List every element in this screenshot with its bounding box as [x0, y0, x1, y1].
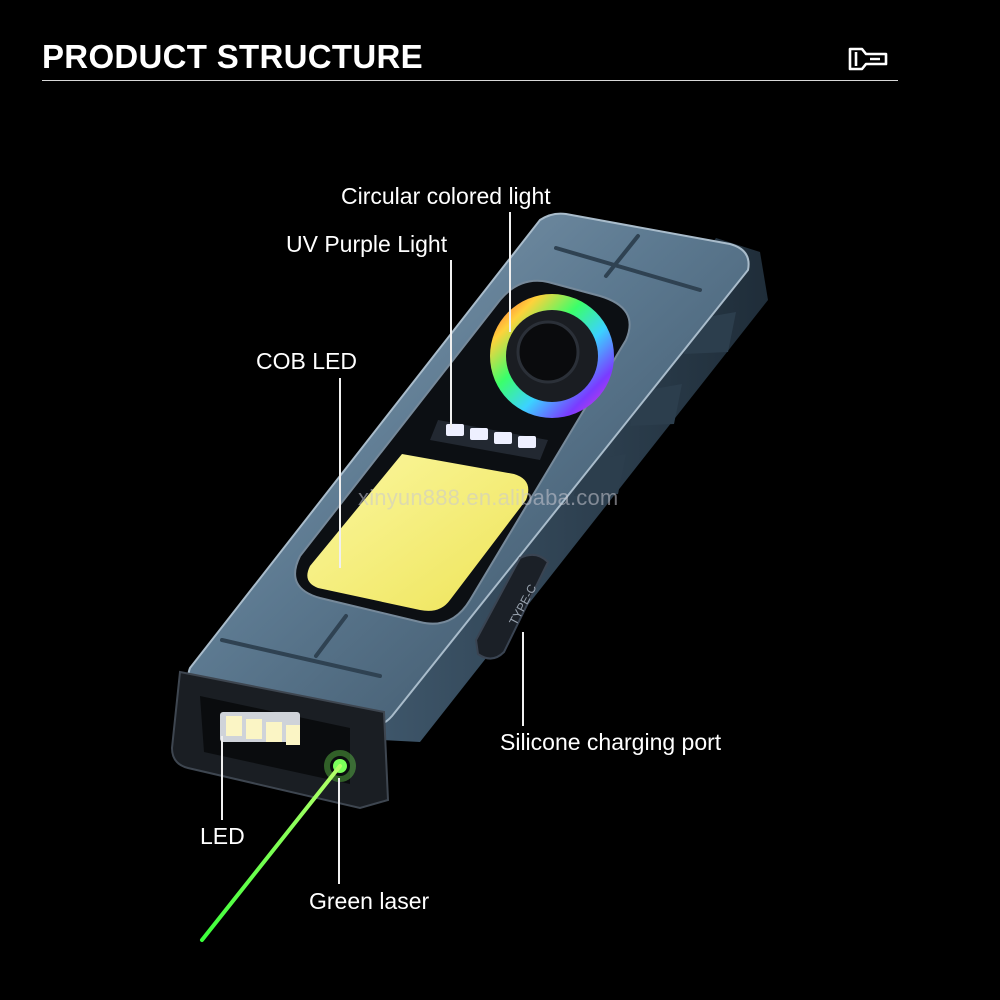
label-green-laser: Green laser — [309, 888, 430, 914]
leader-circular-light — [509, 212, 511, 332]
led-strip — [220, 712, 300, 745]
label-circular-colored-light: Circular colored light — [341, 183, 551, 209]
leader-green-laser — [338, 778, 340, 884]
watermark: xinyun888.en.alibaba.com — [358, 485, 619, 510]
leader-uv-light — [450, 260, 452, 428]
cob-led-panel — [307, 454, 529, 611]
header: PRODUCT STRUCTURE — [42, 36, 898, 81]
body-grooves — [220, 234, 702, 678]
leader-led — [221, 736, 223, 820]
flashlight-icon — [848, 47, 888, 71]
leader-charging-port — [522, 632, 524, 726]
uv-purple-light — [430, 420, 548, 460]
leader-cob-led — [339, 378, 341, 568]
page-title: PRODUCT STRUCTURE — [42, 38, 423, 75]
circular-colored-light — [490, 294, 614, 418]
label-cob-led: COB LED — [256, 348, 357, 374]
label-silicone-charging-port: Silicone charging port — [500, 729, 722, 755]
label-uv-purple-light: UV Purple Light — [286, 231, 448, 257]
label-led: LED — [200, 823, 245, 849]
green-laser-beam — [200, 764, 342, 942]
